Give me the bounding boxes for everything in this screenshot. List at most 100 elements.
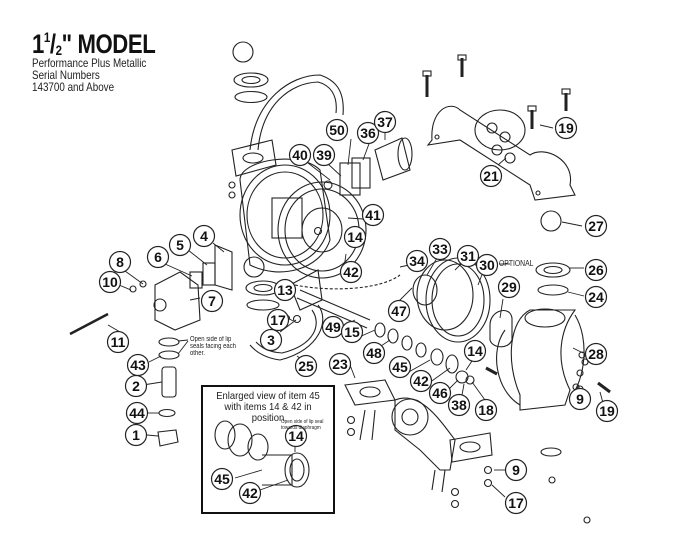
callout-17: 17: [504, 491, 528, 515]
callout-label: 9: [576, 391, 584, 407]
lip-seal-parts: [157, 337, 180, 447]
outer-piston-29: [489, 310, 513, 348]
callout-7: 7: [200, 289, 224, 313]
callout-49: 49: [321, 315, 345, 339]
check-ball-27: [540, 210, 562, 232]
callout-label: 50: [329, 122, 345, 138]
callout-label: 4: [200, 228, 208, 244]
callout-4: 4: [192, 224, 216, 248]
callout-circle: [325, 118, 349, 142]
callout-14: 14: [343, 225, 367, 249]
lip-seal-note-3: other.: [190, 350, 205, 357]
callout-circle: [405, 249, 429, 273]
callout-circle: [124, 374, 148, 398]
callout-33: 33: [428, 237, 452, 261]
callout-label: 17: [508, 495, 524, 511]
callout-label: 42: [413, 373, 429, 389]
callout-23: 23: [328, 352, 352, 376]
callout-label: 40: [292, 147, 308, 163]
callout-label: 19: [599, 403, 615, 419]
callout-circle: [168, 233, 192, 257]
callout-11: 11: [106, 330, 130, 354]
callout-24: 24: [584, 285, 608, 309]
callout-label: 23: [332, 356, 348, 372]
callout-42: 42: [238, 481, 262, 505]
callout-14: 14: [284, 424, 308, 448]
callout-label: 13: [277, 282, 293, 298]
callout-circle: [584, 342, 608, 366]
model-title: 11/2" MODEL: [32, 29, 156, 59]
callout-label: 33: [432, 241, 448, 257]
callout-label: 28: [588, 346, 604, 362]
callout-label: 5: [176, 237, 184, 253]
callout-42: 42: [339, 260, 363, 284]
callout-50: 50: [325, 118, 349, 142]
callout-circle: [259, 328, 283, 352]
callout-circle: [108, 250, 132, 274]
callout-38: 38: [447, 393, 471, 417]
callout-circle: [568, 387, 592, 411]
callout-label: 36: [360, 125, 376, 141]
callout-34: 34: [405, 249, 429, 273]
inlet-flange-left: [231, 139, 277, 177]
callout-circle: [554, 116, 578, 140]
callout-3: 3: [259, 328, 283, 352]
callout-circle: [98, 270, 122, 294]
callout-30: 30: [475, 253, 499, 277]
inset-lip-seal-note-1: Open side of lip seal: [281, 419, 324, 425]
callout-circle: [343, 225, 367, 249]
callout-46: 46: [428, 381, 452, 405]
callout-label: 31: [460, 248, 476, 264]
callout-circle: [266, 308, 290, 332]
callout-label: 45: [392, 359, 408, 375]
callout-circle: [340, 320, 364, 344]
manifold-bolts: [422, 54, 571, 129]
callout-label: 47: [391, 303, 407, 319]
callout-1: 1: [124, 423, 148, 447]
callout-label: 46: [432, 385, 448, 401]
callout-circle: [463, 339, 487, 363]
callout-circle: [339, 260, 363, 284]
callout-17: 17: [266, 308, 290, 332]
callout-47: 47: [387, 299, 411, 323]
callout-48: 48: [362, 341, 386, 365]
callout-circle: [284, 424, 308, 448]
inset-box: Enlarged view of item 45 with items 14 &…: [201, 385, 335, 514]
callout-44: 44: [125, 401, 149, 425]
upper-left-seat-assembly: [232, 41, 269, 104]
callout-circle: [447, 393, 471, 417]
callout-circle: [584, 214, 608, 238]
callout-label: 1: [132, 427, 140, 443]
callout-label: 37: [377, 114, 393, 130]
callout-label: 14: [467, 343, 483, 359]
callout-circle: [456, 244, 480, 268]
callout-label: 30: [479, 257, 495, 273]
lip-seal-note-2: seals facing each: [190, 343, 236, 350]
callout-circle: [294, 354, 318, 378]
callout-label: 38: [451, 397, 467, 413]
callout-41: 41: [361, 203, 385, 227]
callout-31: 31: [456, 244, 480, 268]
model-size-numerator: 1: [43, 29, 50, 45]
callout-circle: [146, 245, 170, 269]
callout-label: 45: [214, 471, 230, 487]
callout-label: 49: [325, 319, 341, 335]
callout-circle: [238, 481, 262, 505]
callout-label: 10: [102, 274, 118, 290]
callout-label: 44: [129, 405, 145, 421]
callout-label: 42: [343, 264, 359, 280]
callout-28: 28: [584, 342, 608, 366]
callout-circle: [106, 330, 130, 354]
callout-label: 18: [478, 402, 494, 418]
callout-label: 34: [409, 253, 425, 269]
callout-label: 17: [270, 312, 286, 328]
callout-label: 19: [558, 120, 574, 136]
callout-label: 41: [365, 207, 381, 223]
inset-lip-seal-note-2: towards diaphragm: [281, 425, 321, 431]
callout-circle: [409, 369, 433, 393]
callout-label: 8: [116, 254, 124, 270]
callout-label: 39: [316, 147, 332, 163]
callout-5: 5: [168, 233, 192, 257]
callout-39: 39: [312, 143, 336, 167]
